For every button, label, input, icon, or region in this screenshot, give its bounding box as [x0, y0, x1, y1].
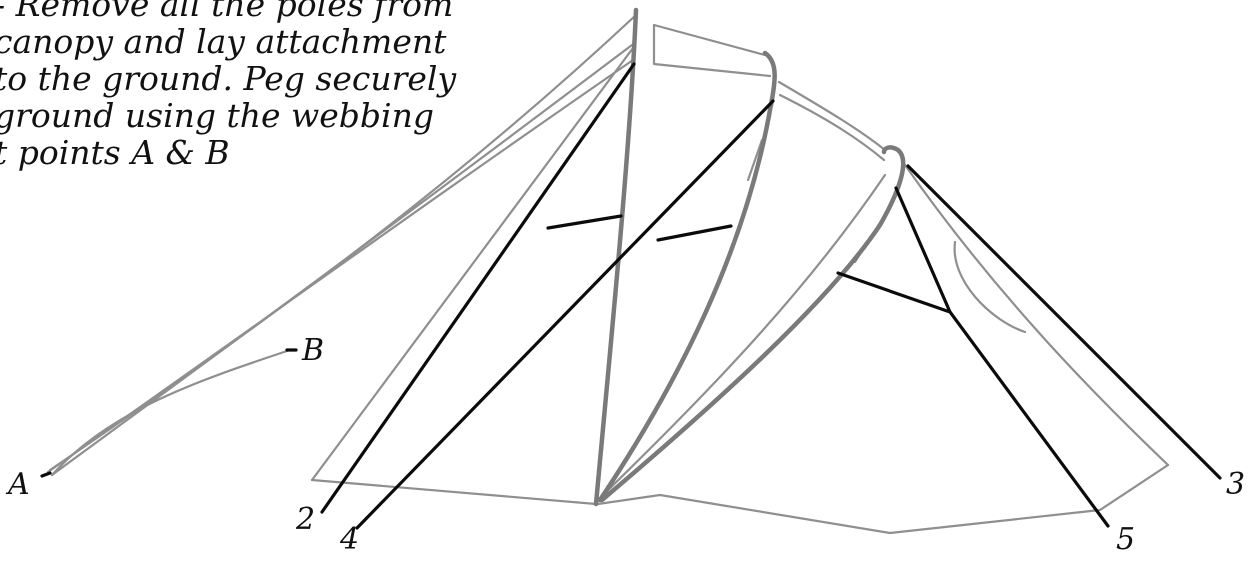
canopy-body [598, 25, 1168, 533]
instruction-line: to the ground. Peg securely [0, 60, 456, 97]
label-4: 4 [340, 525, 359, 555]
label-5: 5 [1116, 525, 1135, 555]
label-3: 3 [1226, 470, 1245, 500]
instruction-text: - Remove all the poles from canopy and l… [0, 0, 456, 171]
tent-poles [596, 10, 903, 504]
instruction-line: canopy and lay attachment [0, 23, 456, 60]
brace-2 [548, 216, 621, 228]
instruction-line: t points A & B [0, 134, 456, 171]
leader-5 [896, 188, 1108, 526]
pole-rear [602, 147, 903, 500]
label-a: A [8, 470, 30, 500]
brace-5 [838, 273, 950, 312]
pole-middle [600, 53, 775, 500]
pole-front [596, 10, 636, 504]
instruction-line: ground using the webbing [0, 97, 456, 134]
tick-a [42, 473, 50, 476]
brace-4 [658, 226, 731, 240]
label-b: B [302, 336, 324, 366]
label-2: 2 [296, 505, 315, 535]
leader-3 [908, 166, 1220, 478]
instruction-line: - Remove all the poles from [0, 0, 456, 23]
